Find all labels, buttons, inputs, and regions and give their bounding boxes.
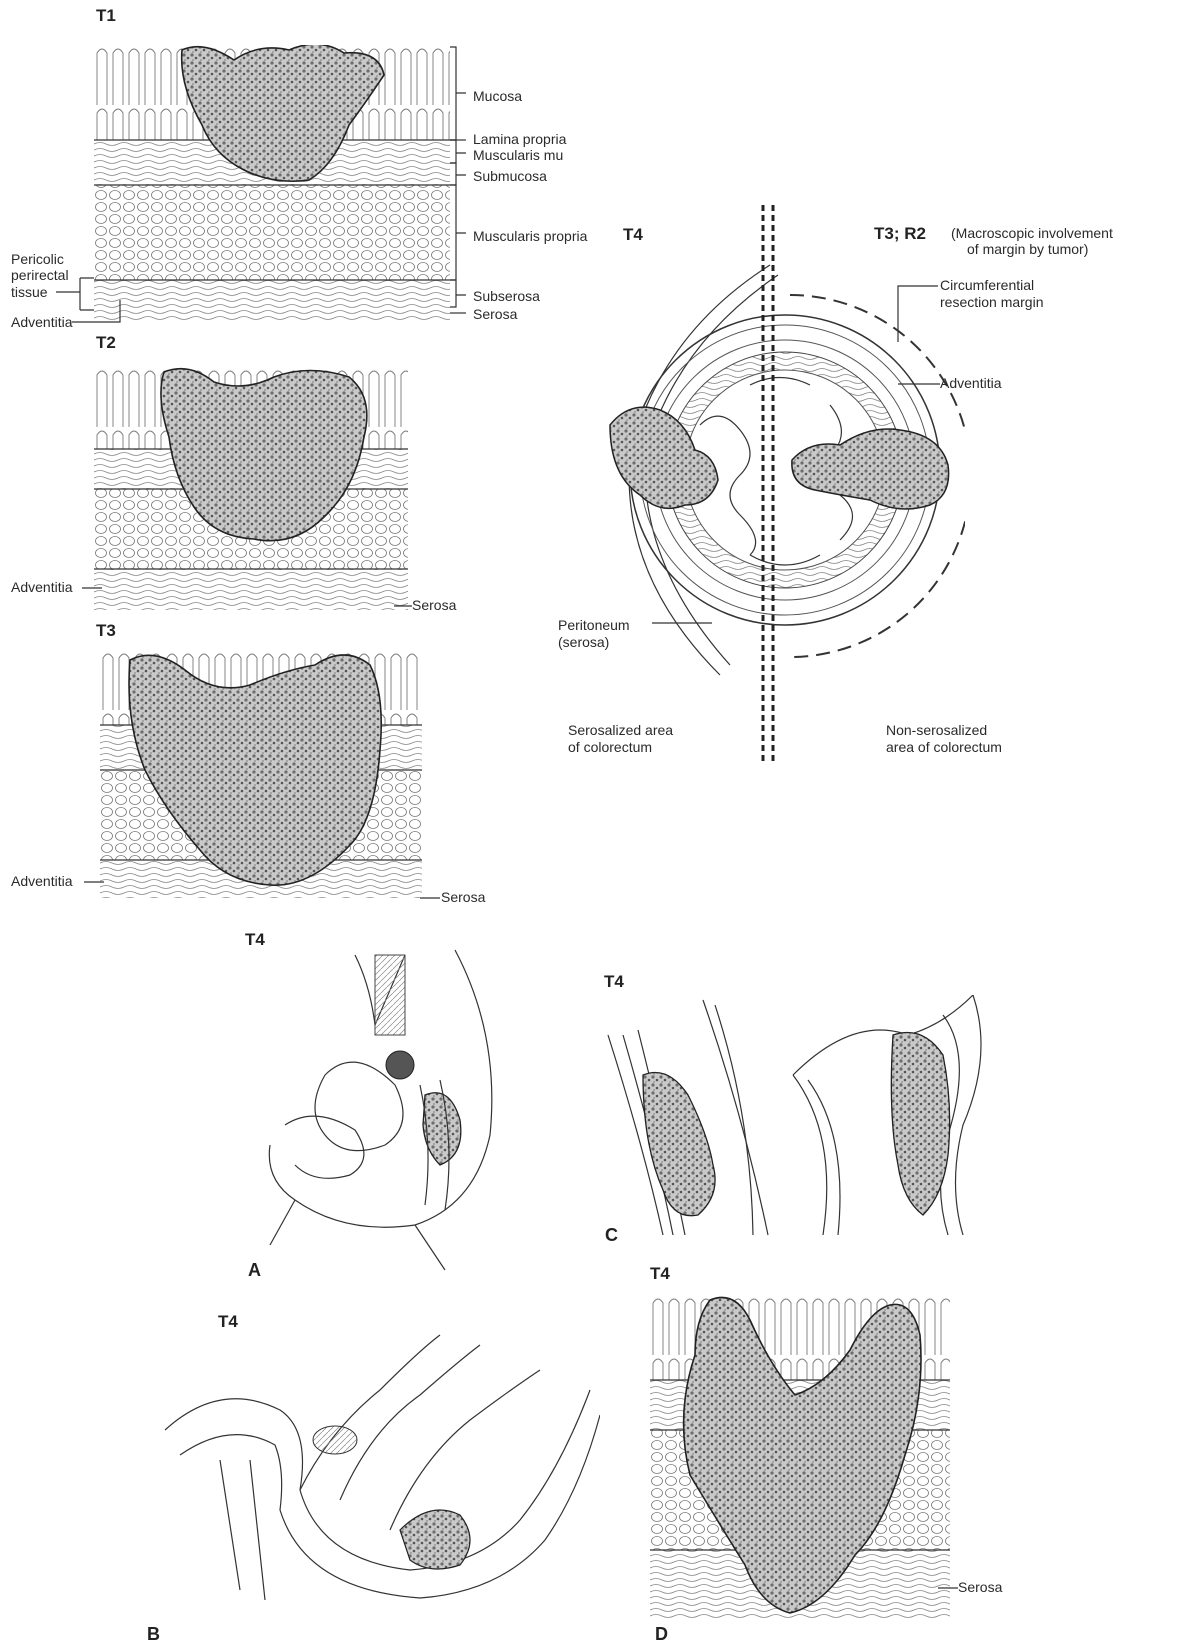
label-pericolic-line3: tissue — [11, 284, 48, 300]
heading-t2: T2 — [96, 333, 116, 353]
label-crm-line1: Circumferential — [940, 277, 1034, 293]
t2-wall-illustration — [94, 367, 408, 610]
label-serosa-t3: Serosa — [441, 889, 485, 905]
heading-t3: T3 — [96, 621, 116, 641]
label-subserosa: Subserosa — [473, 288, 540, 304]
label-nonserosalized-line2: area of colorectum — [886, 739, 1002, 755]
label-peritoneum-line2: (serosa) — [558, 634, 609, 650]
t2-adventitia-leader — [82, 584, 102, 592]
panel-letter-b: B — [147, 1624, 160, 1645]
label-mucosa: Mucosa — [473, 88, 522, 104]
panel-letter-a: A — [248, 1260, 261, 1281]
label-adventitia-t1: Adventitia — [11, 314, 72, 330]
peritoneum-leader — [652, 618, 712, 628]
t3-wall-illustration — [100, 650, 422, 898]
label-serosa-d: Serosa — [958, 1579, 1002, 1595]
label-lamina-propria: Lamina propria — [473, 131, 566, 147]
panel-c-bowel-illustration — [603, 995, 1038, 1240]
label-serosalized-line1: Serosalized area — [568, 722, 673, 738]
label-pericolic-line1: Pericolic — [11, 251, 64, 267]
label-serosa-t1: Serosa — [473, 306, 517, 322]
label-adventitia-t2: Adventitia — [11, 579, 72, 595]
crm-leader — [884, 284, 940, 344]
t3-serosa-leader — [420, 894, 440, 902]
label-nonserosalized-line1: Non-serosalized — [886, 722, 987, 738]
label-submucosa: Submucosa — [473, 168, 547, 184]
label-serosalized-line2: of colorectum — [568, 739, 652, 755]
panel-letter-c: C — [605, 1225, 618, 1246]
label-crm-line2: resection margin — [940, 294, 1044, 310]
label-muscularis-propria: Muscularis propria — [473, 228, 587, 244]
heading-t1: T1 — [96, 6, 116, 26]
label-adventitia-t3: Adventitia — [11, 873, 72, 889]
t3-adventitia-leader — [84, 878, 104, 886]
adventitia-leader — [898, 380, 940, 388]
label-muscularis-mucosae: Muscularis mu — [473, 147, 563, 163]
label-t3r2-note-line1: (Macroscopic involvement — [951, 225, 1113, 241]
panel-d-serosa-leader — [938, 1584, 958, 1592]
panel-d-wall-illustration — [650, 1295, 950, 1620]
heading-t4-b: T4 — [218, 1312, 238, 1332]
label-serosa-t2: Serosa — [412, 597, 456, 613]
heading-t4-c: T4 — [604, 972, 624, 992]
label-peritoneum-line1: Peritoneum — [558, 617, 630, 633]
label-t3r2-note-line2: of margin by tumor) — [967, 241, 1088, 257]
t2-serosa-leader — [394, 602, 412, 610]
t1-wall-illustration — [94, 45, 450, 320]
panel-letter-d: D — [655, 1624, 668, 1645]
t1-layer-brackets — [448, 45, 470, 320]
panel-a-pelvis-illustration — [255, 945, 530, 1275]
panel-b-colon-illustration — [160, 1330, 600, 1630]
label-adventitia-crosssection: Adventitia — [940, 375, 1001, 391]
heading-t4-d: T4 — [650, 1264, 670, 1284]
